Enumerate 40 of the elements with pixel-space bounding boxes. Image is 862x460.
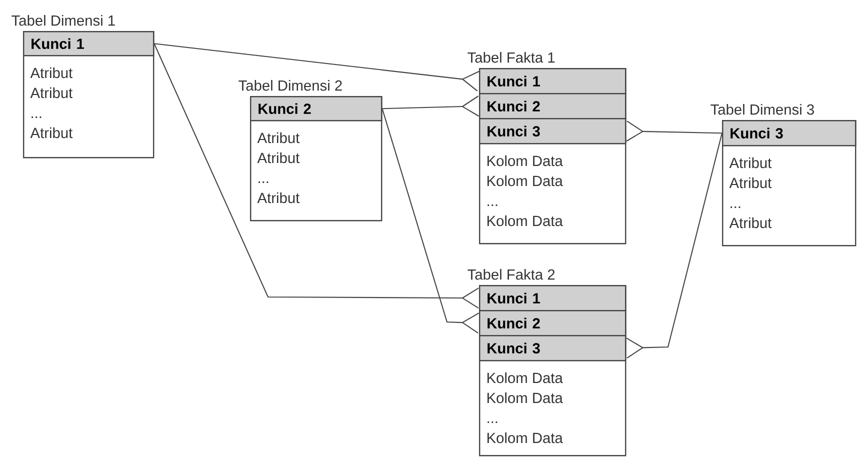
entry-text: Kolom Data: [488, 392, 563, 404]
table-title: Tabel Dimensi 2: [238, 80, 342, 91]
key-row: Kunci 2: [479, 93, 626, 120]
table-title: Tabel Dimensi 1: [12, 14, 115, 26]
key-row: Kunci 3: [479, 335, 626, 362]
connector-line: [626, 120, 722, 142]
entry-text: ...: [488, 421, 498, 423]
connector-line: [382, 96, 479, 117]
key-row: Kunci 2: [250, 96, 382, 122]
key-row: Kunci 3: [479, 118, 626, 144]
table-title: Tabel Fakta 1: [468, 52, 555, 63]
table-title: Tabel Dimensi 3: [710, 104, 814, 115]
entry-text: ...: [32, 116, 42, 118]
key-row: Kunci 1: [23, 31, 154, 56]
entry-text: Atribut: [729, 217, 772, 228]
connector-line: [382, 108, 480, 334]
entry-text: ...: [488, 204, 498, 206]
entry-text: Kolom Data: [488, 215, 563, 226]
entry-text: Atribut: [30, 87, 73, 98]
connector-line: [154, 43, 480, 92]
entry-text: Atribut: [729, 157, 772, 168]
entry-text: Atribut: [257, 132, 300, 144]
key-row: Kunci 3: [722, 120, 856, 146]
entry-text: Atribut: [257, 192, 300, 204]
entry-text: Kolom Data: [488, 175, 563, 186]
entry-text: ...: [258, 181, 268, 183]
entry-text: Atribut: [30, 67, 73, 78]
key-row: Kunci 1: [479, 285, 626, 312]
entry-text: Atribut: [30, 127, 73, 138]
entry-text: Atribut: [729, 177, 772, 188]
entry-text: Kolom Data: [488, 155, 563, 166]
entry-text: Atribut: [257, 152, 300, 164]
entry-text: ...: [730, 206, 740, 208]
key-row: Kunci 2: [479, 310, 626, 336]
entry-text: Kolom Data: [488, 372, 563, 384]
table-title: Tabel Fakta 2: [468, 268, 555, 280]
key-row: Kunci 1: [479, 68, 626, 94]
entry-text: Kolom Data: [488, 432, 563, 444]
connector-line: [154, 43, 479, 309]
connector-line: [626, 132, 723, 359]
